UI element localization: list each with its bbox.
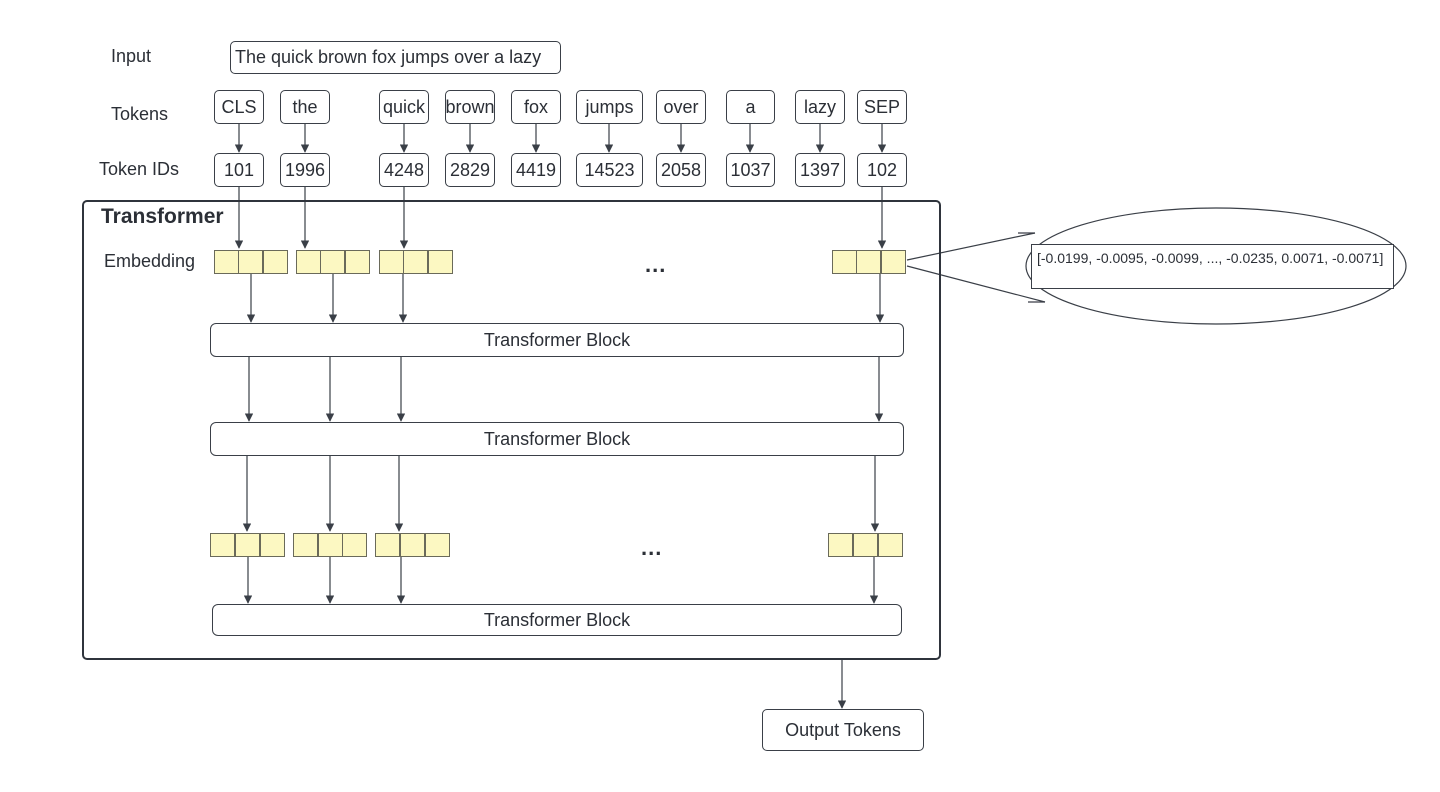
transformer-block-3: Transformer Block: [212, 604, 902, 636]
token-box: CLS: [214, 90, 264, 124]
embedding-cell: [320, 250, 345, 274]
hidden-cell: [828, 533, 853, 557]
token-id-box: 1996: [280, 153, 330, 187]
transformer-title: Transformer: [101, 205, 224, 228]
embedding-cell: [238, 250, 263, 274]
token-box: brown: [445, 90, 495, 124]
hidden-cell: [293, 533, 318, 557]
input-text-box: The quick brown fox jumps over a lazy: [230, 41, 561, 74]
token-id-box: 1397: [795, 153, 845, 187]
embedding-cell: [832, 250, 857, 274]
embedding-cell: [263, 250, 288, 274]
embedding-cell: [856, 250, 881, 274]
hidden-cell: [375, 533, 400, 557]
ellipsis-hidden: ...: [641, 535, 663, 560]
hidden-cell: [425, 533, 450, 557]
transformer-block-1: Transformer Block: [210, 323, 904, 357]
transformer-block-2: Transformer Block: [210, 422, 904, 456]
embedding-cell: [403, 250, 428, 274]
token-id-box: 14523: [576, 153, 643, 187]
hidden-cell: [878, 533, 903, 557]
vector-callout-ellipse: [1025, 207, 1407, 325]
token-id-box: 4248: [379, 153, 429, 187]
token-box: over: [656, 90, 706, 124]
embedding-cell: [379, 250, 404, 274]
token-id-box: 2829: [445, 153, 495, 187]
token-id-box: 4419: [511, 153, 561, 187]
token-id-box: 101: [214, 153, 264, 187]
embedding-cell: [345, 250, 370, 274]
embedding-cell: [428, 250, 453, 274]
vector-values: [-0.0199, -0.0095, -0.0099, ..., -0.0235…: [1037, 250, 1384, 266]
transformer-frame: [82, 200, 941, 660]
token-ids-label: Token IDs: [99, 159, 180, 179]
vector-text-box: [-0.0199, -0.0095, -0.0099, ..., -0.0235…: [1031, 244, 1394, 289]
hidden-cell: [235, 533, 260, 557]
tokens-label: Tokens: [111, 104, 169, 124]
token-box: the: [280, 90, 330, 124]
token-id-box: 102: [857, 153, 907, 187]
embedding-cell: [296, 250, 321, 274]
token-box: a: [726, 90, 775, 124]
hidden-cell: [210, 533, 235, 557]
embedding-label: Embedding: [104, 251, 196, 271]
hidden-cell: [853, 533, 878, 557]
token-box: lazy: [795, 90, 845, 124]
output-tokens-box: Output Tokens: [762, 709, 924, 751]
input-label: Input: [111, 46, 152, 66]
token-id-box: 2058: [656, 153, 706, 187]
embedding-cell: [881, 250, 906, 274]
hidden-cell: [342, 533, 367, 557]
ellipsis-embedding: ...: [645, 252, 667, 277]
token-id-box: 1037: [726, 153, 775, 187]
token-box: fox: [511, 90, 561, 124]
hidden-cell: [400, 533, 425, 557]
embedding-cell: [214, 250, 239, 274]
hidden-cell: [260, 533, 285, 557]
hidden-cell: [318, 533, 343, 557]
token-box: quick: [379, 90, 429, 124]
token-box: jumps: [576, 90, 643, 124]
token-box: SEP: [857, 90, 907, 124]
